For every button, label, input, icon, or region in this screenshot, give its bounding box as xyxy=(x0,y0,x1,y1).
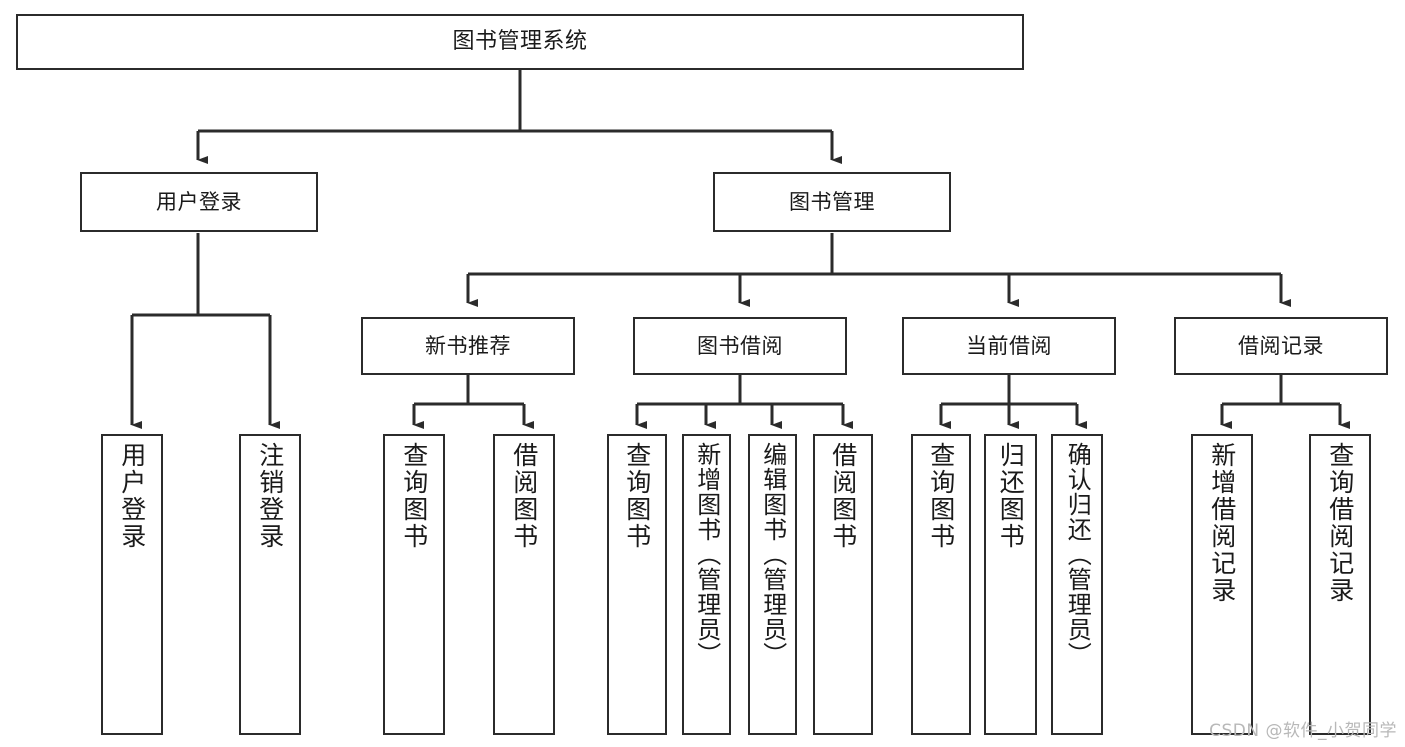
node-label: 图书借阅 xyxy=(697,333,783,358)
node-leaf-add-record[interactable]: 新增借阅记录 xyxy=(1191,434,1253,735)
node-leaf-return-book[interactable]: 归还图书 xyxy=(984,434,1037,735)
node-leaf-add-book[interactable]: 新增图书（管理员） xyxy=(682,434,731,735)
csdn-watermark: CSDN @软件_小贺同学 xyxy=(1209,721,1397,741)
node-leaf-query-record[interactable]: 查询借阅记录 xyxy=(1309,434,1371,735)
node-label: 当前借阅 xyxy=(966,333,1052,358)
node-current-borrow[interactable]: 当前借阅 xyxy=(902,317,1116,375)
node-leaf-borrow-book-1[interactable]: 借阅图书 xyxy=(493,434,555,735)
node-label: 借阅图书 xyxy=(509,442,539,550)
node-label: 用户登录 xyxy=(156,189,242,214)
node-label: 查询图书 xyxy=(926,442,956,550)
node-new-book-recommend[interactable]: 新书推荐 xyxy=(361,317,575,375)
node-user-login[interactable]: 用户登录 xyxy=(80,172,318,232)
node-leaf-edit-book[interactable]: 编辑图书（管理员） xyxy=(748,434,797,735)
node-label: 归还图书 xyxy=(996,442,1026,550)
node-leaf-confirm-return[interactable]: 确认归还（管理员） xyxy=(1051,434,1103,735)
node-label: 查询借阅记录 xyxy=(1325,442,1355,604)
node-label: 新增图书（管理员） xyxy=(692,442,721,667)
node-label: 图书管理 xyxy=(789,189,875,214)
node-leaf-query-book-2[interactable]: 查询图书 xyxy=(607,434,667,735)
node-leaf-query-book-3[interactable]: 查询图书 xyxy=(911,434,971,735)
node-book-borrow[interactable]: 图书借阅 xyxy=(633,317,847,375)
node-label: 编辑图书（管理员） xyxy=(758,442,787,667)
node-label: 用户登录 xyxy=(117,442,147,550)
node-borrow-record[interactable]: 借阅记录 xyxy=(1174,317,1388,375)
node-label: 查询图书 xyxy=(622,442,652,550)
node-label: 新增借阅记录 xyxy=(1207,442,1237,604)
node-label: 借阅记录 xyxy=(1238,333,1324,358)
node-label: 注销登录 xyxy=(255,442,285,550)
node-label: 查询图书 xyxy=(399,442,429,550)
node-label: 图书管理系统 xyxy=(452,29,588,55)
node-leaf-user-login[interactable]: 用户登录 xyxy=(101,434,163,735)
node-label: 新书推荐 xyxy=(425,333,511,358)
node-book-manage[interactable]: 图书管理 xyxy=(713,172,951,232)
node-leaf-query-book-1[interactable]: 查询图书 xyxy=(383,434,445,735)
node-leaf-logout-login[interactable]: 注销登录 xyxy=(239,434,301,735)
node-label: 确认归还（管理员） xyxy=(1063,442,1092,667)
node-label: 借阅图书 xyxy=(828,442,858,550)
node-root-system[interactable]: 图书管理系统 xyxy=(16,14,1024,70)
node-leaf-borrow-book-2[interactable]: 借阅图书 xyxy=(813,434,873,735)
